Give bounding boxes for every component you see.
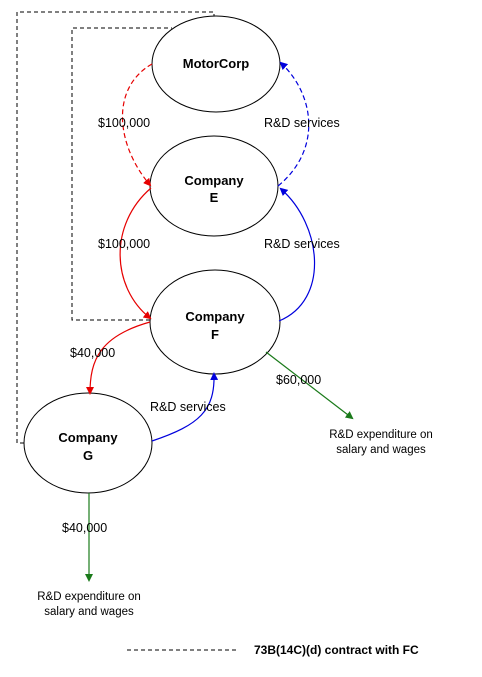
edge-f-g-payment	[86, 321, 151, 395]
edge-label-motorcorp-e-payment: $100,000	[98, 116, 150, 130]
note-f-expenditure-line-2: salary and wages	[336, 444, 426, 456]
edge-label-f-e-services: R&D services	[264, 237, 340, 251]
edge-g-f-services	[151, 372, 219, 442]
node-company-e-label-1: Company	[184, 173, 244, 188]
note-g-expenditure-line-1: R&D expenditure on	[37, 591, 141, 603]
node-motorcorp: MotorCorp	[151, 15, 281, 113]
edge-label-g-f-services: R&D services	[150, 400, 226, 414]
node-company-f-label-1: Company	[185, 309, 245, 324]
node-company-g: Company G	[23, 392, 153, 494]
contract-line-g	[16, 11, 215, 444]
note-f-expenditure-line-1: R&D expenditure on	[329, 429, 433, 441]
node-company-e: Company E	[149, 135, 279, 237]
edge-label-g-expenditure-amount: $40,000	[62, 521, 107, 535]
edge-e-f-payment	[119, 187, 152, 320]
edge-motorcorp-e-payment	[121, 63, 153, 187]
node-company-g-label-2: G	[83, 448, 93, 463]
edge-label-f-expenditure-amount: $60,000	[276, 373, 321, 387]
note-g-expenditure-line-2: salary and wages	[44, 606, 134, 618]
legend: 73B(14C)(d) contract with FC	[127, 643, 419, 657]
contract-line-f	[71, 27, 172, 321]
node-company-f-label-2: F	[211, 327, 219, 342]
edge-label-e-f-payment: $100,000	[98, 237, 150, 251]
edge-label-e-motorcorp-services: R&D services	[264, 116, 340, 130]
node-motorcorp-label: MotorCorp	[183, 56, 249, 71]
edge-f-expenditure	[265, 351, 354, 420]
edge-label-f-g-payment: $40,000	[70, 346, 115, 360]
node-company-e-label-2: E	[210, 190, 219, 205]
node-company-f: Company F	[149, 269, 281, 375]
edge-f-e-services	[278, 187, 316, 322]
node-company-g-label-1: Company	[58, 430, 118, 445]
legend-label: 73B(14C)(d) contract with FC	[254, 643, 419, 657]
edge-e-motorcorp-services	[277, 61, 310, 187]
